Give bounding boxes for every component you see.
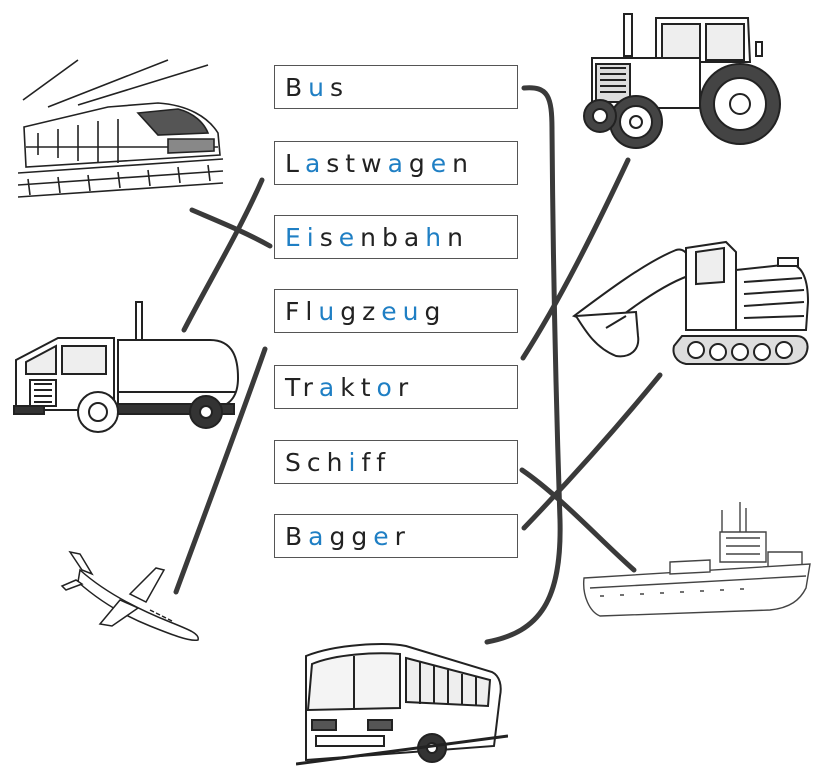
- tractor-icon: [580, 12, 784, 152]
- word-text: Bagger: [285, 522, 411, 551]
- tanker-truck-icon: [10, 300, 242, 440]
- word-box-bagger: Bagger: [274, 514, 518, 558]
- word-text: Bus: [285, 73, 349, 102]
- excavator-icon: [566, 232, 812, 372]
- bus-icon: [296, 636, 508, 767]
- word-text: Lastwagen: [285, 149, 474, 178]
- word-box-flugzeug: Flugzeug: [274, 289, 518, 333]
- word-text: Schiff: [285, 448, 391, 477]
- word-text: Traktor: [285, 373, 414, 402]
- word-box-bus: Bus: [274, 65, 518, 109]
- word-box-eisenbahn: Eisenbahn: [274, 215, 518, 259]
- airplane-icon: [60, 548, 210, 648]
- word-box-schiff: Schiff: [274, 440, 518, 484]
- ship-icon: [570, 492, 816, 628]
- word-box-lastwagen: Lastwagen: [274, 141, 518, 185]
- train-icon: [18, 55, 228, 205]
- word-text: Flugzeug: [285, 297, 446, 326]
- word-text: Eisenbahn: [285, 223, 469, 252]
- word-box-traktor: Traktor: [274, 365, 518, 409]
